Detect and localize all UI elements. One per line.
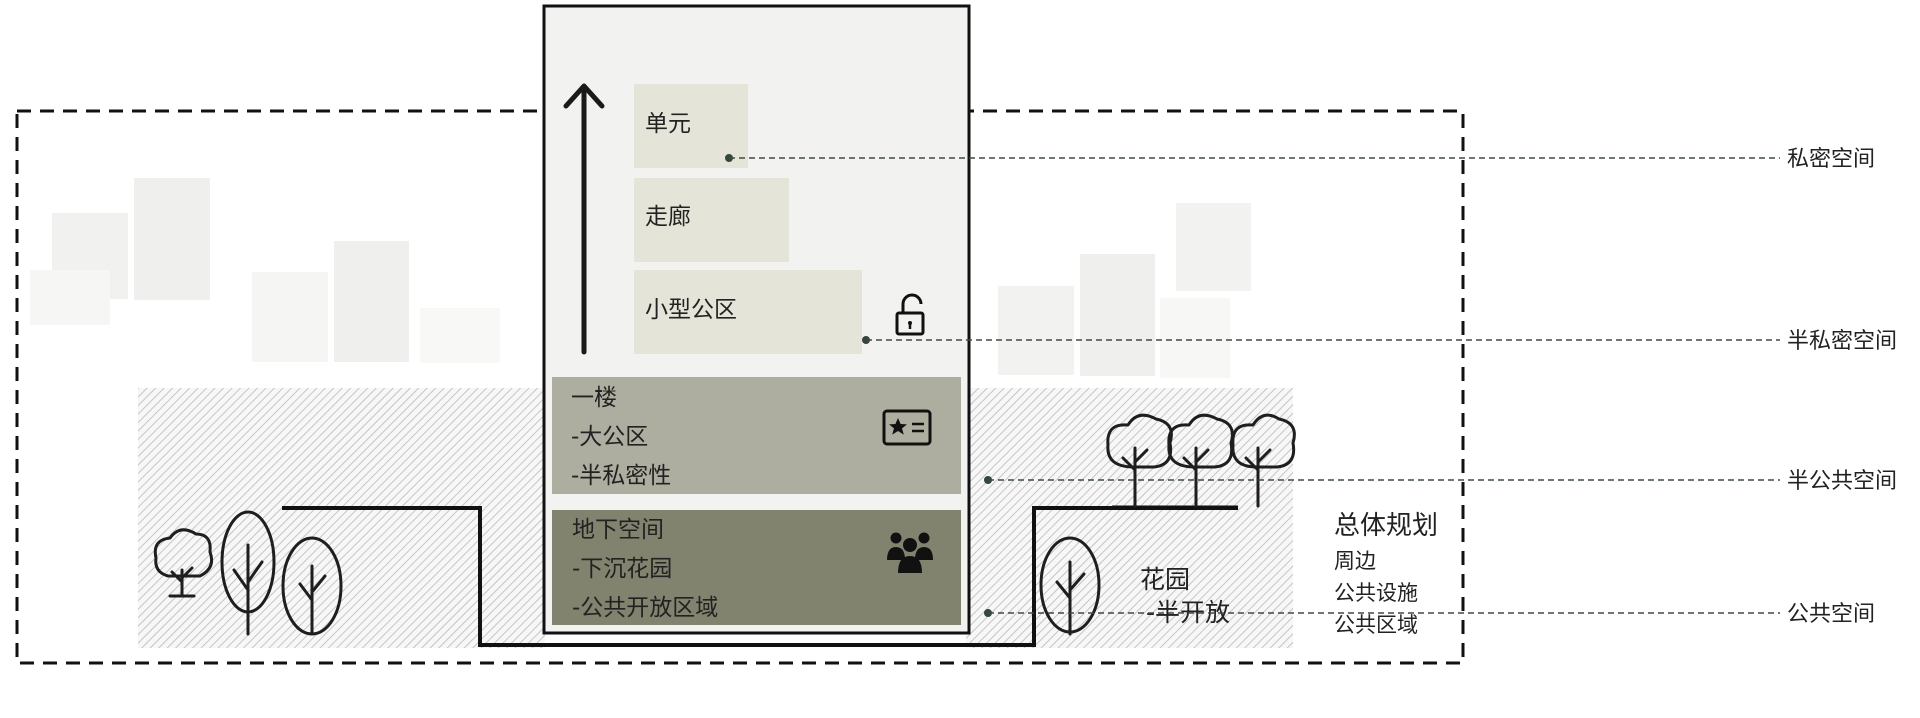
ground-floor-line-1: 一楼: [571, 385, 617, 411]
bg-building: [252, 272, 328, 362]
master-plan-item-1: 周边: [1334, 549, 1376, 573]
small-common-label: 小型公区: [645, 297, 737, 323]
bg-building: [420, 308, 500, 363]
leader-public: [984, 609, 1780, 617]
tree-icon: [153, 528, 214, 598]
people-group-icon: [887, 532, 933, 573]
master-plan-title: 总体规划: [1334, 511, 1438, 541]
unlock-icon: [895, 293, 925, 336]
corridor-box: [634, 178, 789, 262]
bg-building: [1176, 203, 1251, 291]
small-common-box: [634, 270, 862, 354]
bg-building: [334, 241, 409, 362]
master-plan-item-2: 公共设施: [1334, 581, 1418, 605]
bg-building: [998, 286, 1074, 375]
basement-panel: [552, 510, 961, 625]
leader-private: [725, 154, 1780, 162]
tree-icon: [1039, 536, 1101, 636]
ground-floor-line-2: -大公区: [571, 424, 648, 450]
bg-building: [134, 178, 210, 300]
up-arrow-icon: [563, 83, 605, 355]
master-plan-item-3: 公共区域: [1334, 613, 1418, 637]
ground-floor-line-3: -半私密性: [571, 463, 671, 489]
ground-hatch-right: [966, 388, 1293, 648]
background-buildings: [30, 178, 1251, 378]
bg-building: [30, 270, 110, 325]
space-label-public: 公共空间: [1787, 602, 1875, 627]
ground-hatch-left: [138, 388, 545, 648]
bg-building: [1080, 254, 1155, 376]
tree-icon: [220, 510, 276, 636]
garden-title: 花园: [1140, 565, 1190, 594]
leader-semi-private: [862, 336, 1780, 344]
terrain-line: [282, 506, 1238, 647]
basement-line-3: -公共开放区域: [572, 595, 718, 621]
ground-floor-panel: [552, 377, 961, 494]
tree-icon: [281, 536, 343, 636]
unit-label: 单元: [645, 111, 691, 137]
tree-row-on-terrace: [1106, 413, 1296, 509]
space-label-semi-private: 半私密空间: [1787, 329, 1897, 354]
bg-building: [1160, 298, 1230, 378]
basement-line-2: -下沉花园: [572, 556, 672, 582]
tree-icon: [1106, 413, 1173, 508]
basement-line-1: 地下空间: [572, 517, 664, 543]
leader-semi-public: [984, 476, 1780, 484]
tree-icon: [1231, 413, 1296, 508]
corridor-label: 走廊: [645, 204, 691, 230]
space-label-semi-public: 半公共空间: [1787, 469, 1897, 494]
space-label-private: 私密空间: [1787, 147, 1875, 172]
id-card-star-icon: [882, 409, 932, 446]
